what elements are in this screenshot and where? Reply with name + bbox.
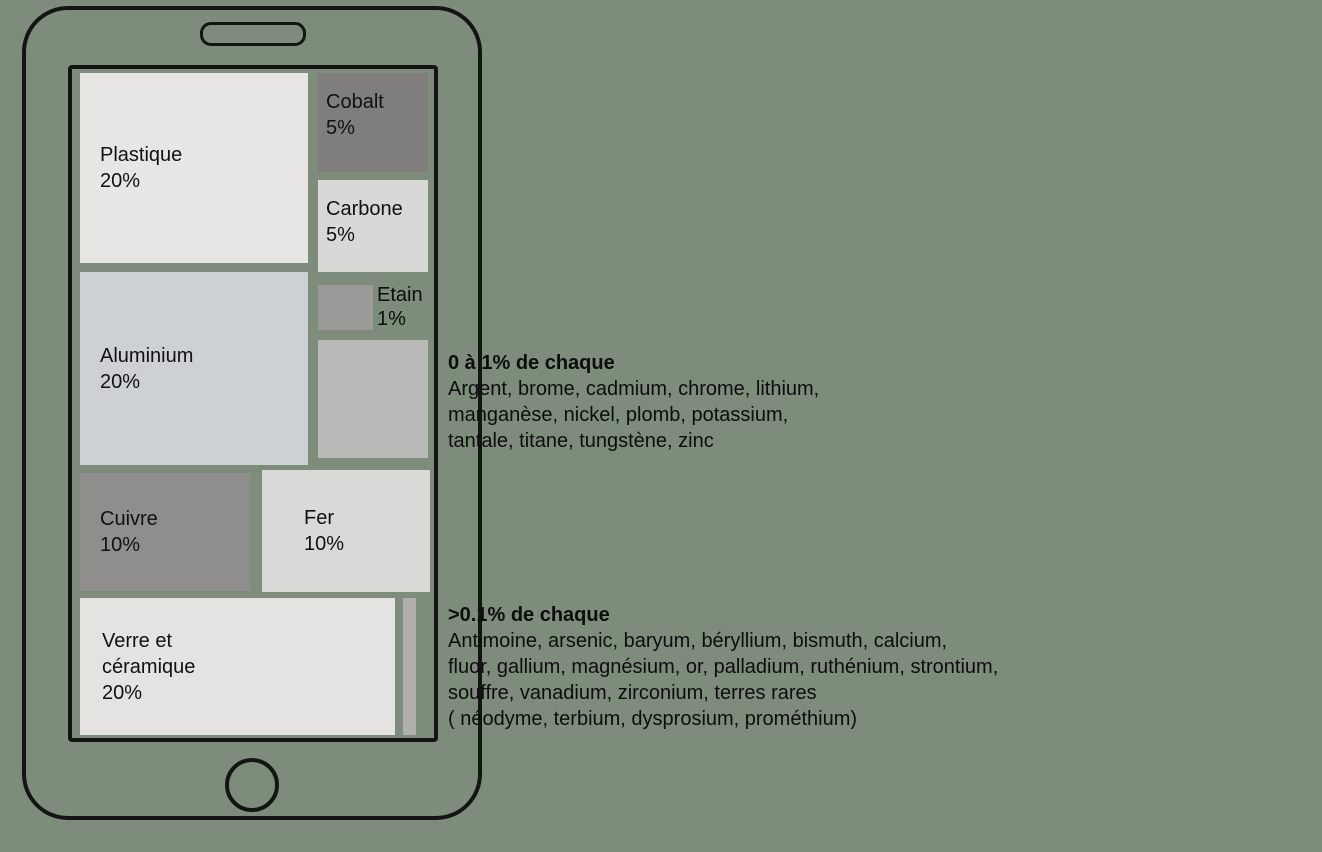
phone-home-button-icon xyxy=(225,758,279,812)
treemap-box-aluminium: Aluminium 20% xyxy=(80,272,308,465)
note-line: manganèse, nickel, plomb, potassium, xyxy=(448,404,789,426)
material-label: Carbone xyxy=(326,198,403,220)
treemap-box-plastique: Plastique 20% xyxy=(80,73,308,263)
note-line: Argent, brome, cadmium, chrome, lithium, xyxy=(448,378,820,400)
note-line: Antimoine, arsenic, baryum, béryllium, b… xyxy=(448,630,948,652)
treemap-box-carbone: Carbone 5% xyxy=(318,180,428,272)
material-label: Fer xyxy=(304,507,334,529)
material-percent: 1% xyxy=(377,308,406,330)
material-percent: 10% xyxy=(100,534,141,556)
material-label: Cuivre xyxy=(100,508,158,530)
note-title: 0 à 1% de chaque xyxy=(448,352,615,374)
material-label: Aluminium xyxy=(100,344,194,367)
note-line: ( néodyme, terbium, dysprosium, prométhi… xyxy=(448,708,858,730)
note-title: >0.1% de chaque xyxy=(448,604,610,626)
treemap-box-fer: Fer 10% xyxy=(262,470,430,592)
material-percent: 5% xyxy=(326,117,355,139)
note-minor-elements: >0.1% de chaque Antimoine, arsenic, bary… xyxy=(448,602,1108,732)
phone-screen-frame xyxy=(68,65,438,742)
material-label: Etain xyxy=(377,284,423,306)
note-line: fluor, gallium, magnésium, or, palladium… xyxy=(448,656,999,678)
material-percent: 20% xyxy=(100,370,141,393)
phone-speaker-icon xyxy=(200,22,306,46)
material-percent: 5% xyxy=(326,224,355,246)
material-label: Plastique xyxy=(100,144,183,166)
treemap-box-verre-ceramique: Verre et céramique 20% xyxy=(80,598,395,735)
treemap-box-etain xyxy=(318,285,373,330)
treemap-box-cuivre: Cuivre 10% xyxy=(80,473,250,591)
material-percent: 20% xyxy=(100,170,141,192)
treemap-box-trace-elements xyxy=(318,340,428,458)
etain-label: Etain 1% xyxy=(377,283,423,331)
note-line: tantale, titane, tungstène, zinc xyxy=(448,430,714,452)
material-percent: 20% xyxy=(102,681,143,704)
treemap-box-cobalt: Cobalt 5% xyxy=(318,73,428,172)
material-percent: 10% xyxy=(304,533,345,555)
note-trace-elements: 0 à 1% de chaque Argent, brome, cadmium,… xyxy=(448,350,1108,454)
treemap-box-minor-elements xyxy=(403,598,416,735)
smartphone-outline xyxy=(22,6,482,820)
material-label: Cobalt xyxy=(326,91,384,113)
material-label: Verre et céramique xyxy=(102,629,196,678)
note-line: souffre, vanadium, zirconium, terres rar… xyxy=(448,682,817,704)
